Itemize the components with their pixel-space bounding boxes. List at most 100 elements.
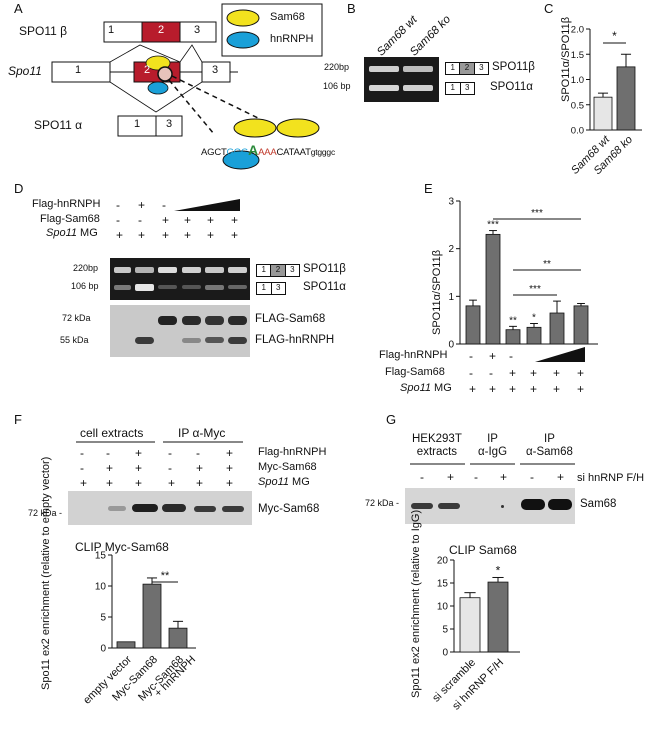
f-sign-r3-c5: +	[226, 476, 234, 490]
spo11a-label: SPO11 α	[34, 118, 83, 132]
d-sign-r2-c0: -	[116, 213, 120, 227]
f-sign-r1-c5: +	[226, 446, 234, 460]
g-sig-star: *	[496, 563, 501, 577]
f-ytick-label-3: 15	[95, 551, 107, 562]
f-sign-r1-c4: -	[196, 446, 200, 460]
panel-label-a: A	[14, 1, 23, 16]
seq-intron: gtgggc	[310, 147, 336, 157]
d-sign-r1-c0: -	[116, 198, 120, 212]
western-f	[68, 491, 252, 525]
size-220-b: 220bp	[324, 62, 350, 72]
f-sig-star: **	[161, 570, 170, 582]
e-bar-5	[573, 305, 589, 345]
f-sign-r2-c4: +	[196, 461, 204, 475]
f-sign-r3-c1: +	[106, 476, 114, 490]
f-sign-r2-c3: -	[168, 461, 172, 475]
d-sign-r3-c0: +	[116, 228, 124, 242]
g-bar-0	[459, 597, 481, 653]
f-sign-r2-c1: +	[106, 461, 114, 475]
wb-label-sam68: Sam68	[580, 498, 617, 510]
f-row3-label: Spo11 MG	[258, 476, 310, 488]
wb-label-myc-sam68: Myc-Sam68	[258, 503, 320, 515]
c-bar-0	[593, 96, 613, 131]
c-ytick-label-1: 0.5	[571, 100, 584, 111]
c-ytick-label-3: 1.5	[571, 50, 584, 61]
d-row3-label: Spo11 MG	[46, 227, 98, 239]
e-sign-r3-c2: +	[509, 382, 517, 396]
legend-sam68: Sam68	[270, 11, 305, 23]
g-sign-r1-c5: +	[557, 470, 565, 484]
seq-prefix: AGCT	[201, 147, 227, 158]
f-group-ip-myc: IP α-Myc	[178, 426, 226, 440]
seq-aaa: AAA	[258, 147, 277, 158]
seq-a: A	[248, 142, 259, 158]
panel-e-ylabel: SPO11α/SPO11β	[431, 249, 443, 335]
e-sign-r3-c5: +	[577, 382, 585, 396]
f-ytick-label-1: 5	[100, 613, 106, 624]
f-sign-r1-c2: +	[135, 446, 143, 460]
f-sign-r2-c2: +	[135, 461, 143, 475]
e-sign-r1-c2: -	[509, 349, 513, 363]
e-bracket-sig-2: ***	[529, 284, 541, 295]
panel-label-f: F	[14, 412, 22, 427]
panel-label-d: D	[14, 181, 24, 196]
g-ytick-label-3: 15	[437, 579, 449, 590]
alpha-exon-1-label: 1	[134, 118, 141, 130]
e-row1-label: Flag-hnRNPH	[379, 349, 448, 361]
e-bar-2	[505, 329, 521, 345]
e-row3-label: Spo11 MG	[400, 382, 452, 394]
spo11b-label: SPO11 β	[19, 24, 68, 38]
f-sign-r3-c4: +	[196, 476, 204, 490]
f-bar-1	[142, 583, 162, 649]
e-sign-r1-c1: +	[489, 349, 497, 363]
e-bracket-sig-0: ***	[531, 208, 543, 219]
d-sign-r1-c1: +	[138, 198, 146, 212]
g-chart-title: CLIP Sam68	[449, 543, 517, 557]
e-sign-r3-c4: +	[553, 382, 561, 396]
seq-rest: CATAAT	[276, 147, 311, 158]
e-sign-r2-c4: +	[553, 366, 561, 380]
exon-3-label: 3	[194, 24, 201, 36]
panel-label-b: B	[347, 1, 356, 16]
gel-b	[364, 57, 439, 102]
wb-55-d: 55 kDa	[60, 335, 89, 345]
wb-72-g: 72 kDa -	[365, 498, 400, 508]
rna-sequence: AGCTGGGAAAACATAATgtgggc	[201, 142, 335, 158]
f-sign-r2-c5: +	[226, 461, 234, 475]
size-220-d: 220bp	[73, 263, 99, 273]
exon-1-label: 1	[108, 24, 115, 36]
band-label-spo11a-b: SPO11α	[490, 81, 533, 93]
e-ytick-label-0: 0	[448, 340, 454, 351]
d-sign-r2-c2: +	[162, 213, 170, 227]
schematic-spo11b-b: 1 2 3	[445, 62, 489, 75]
f-sign-r1-c3: -	[168, 446, 172, 460]
panel-c-ylabel: SPO11α/SPO11β	[560, 16, 572, 102]
exon-2-label: 2	[158, 24, 165, 36]
size-106-b: 106 bp	[323, 81, 351, 91]
e-ytick-label-2: 2	[448, 244, 454, 255]
spo11-gene-label: Spo11	[8, 64, 42, 78]
d-row1-label: Flag-hnRNPH	[32, 198, 101, 210]
f-bar-2	[168, 627, 188, 649]
e-ytick-label-1: 1	[448, 292, 454, 303]
band-label-spo11a-d: SPO11α	[303, 281, 346, 293]
gene-exon-1-label: 1	[75, 64, 82, 76]
g-ytick-label-4: 20	[437, 556, 449, 567]
g-bar-1	[487, 581, 509, 653]
f-ytick-label-0: 0	[100, 644, 106, 655]
g-sirna-label: si hnRNP F/H	[577, 472, 645, 484]
wb-label-flag-hnrnph: FLAG-hnRNPH	[255, 334, 335, 346]
f-sign-r3-c3: +	[168, 476, 176, 490]
d-sign-r3-c2: +	[162, 228, 170, 242]
schematic-spo11b-d: 1 2 3	[256, 264, 300, 277]
f-group-cell-extracts: cell extracts	[80, 426, 144, 440]
band-label-spo11b-b: SPO11β	[492, 61, 535, 73]
f-sign-r1-c1: -	[106, 446, 110, 460]
c-ytick-label-4: 2.0	[571, 25, 584, 36]
f-chart-ylabel: Spo11 ex2 enrichment (relative to empty …	[40, 456, 52, 690]
d-sign-r3-c3: +	[184, 228, 192, 242]
western-g	[405, 488, 575, 524]
